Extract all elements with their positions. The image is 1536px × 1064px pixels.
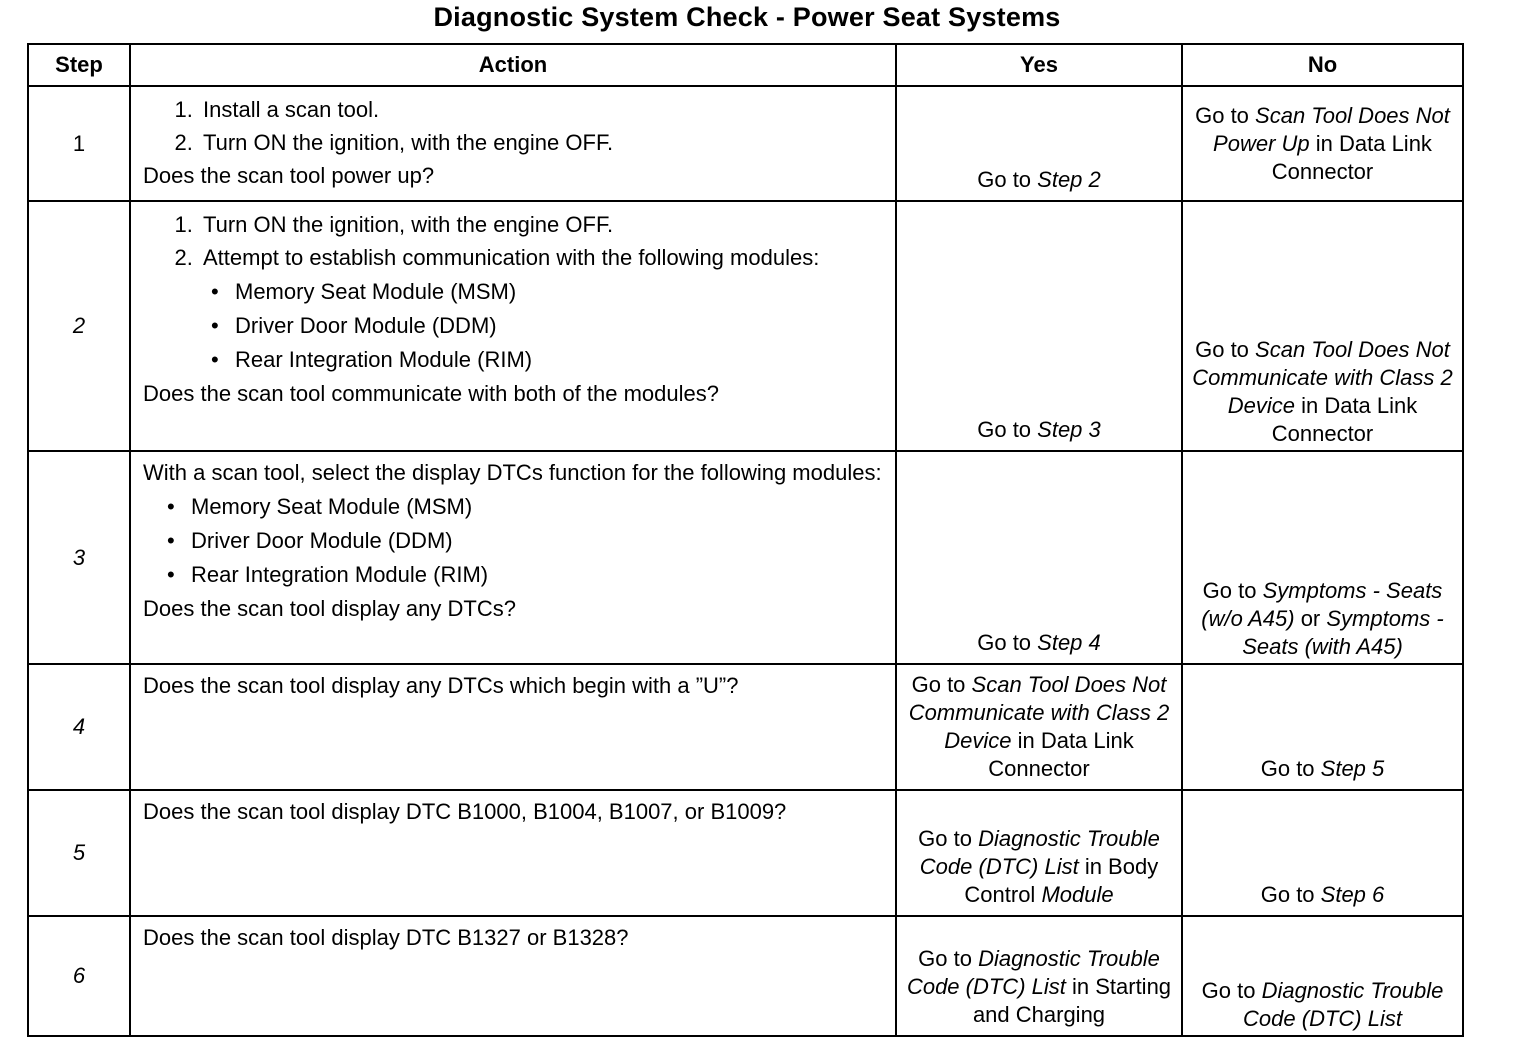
yes-cell: Go to Diagnostic Trouble Code (DTC) List… — [895, 915, 1183, 1037]
module-bullet: Memory Seat Module (MSM) — [167, 493, 885, 521]
yes-cell: Go to Scan Tool Does Not Communicate wit… — [895, 663, 1183, 791]
action-question: Does the scan tool power up? — [143, 163, 435, 188]
no-reference: Scan Tool Does Not Communicate with Clas… — [1192, 337, 1453, 418]
header-yes: Yes — [895, 43, 1183, 87]
no-cell: Go to Step 5 — [1181, 663, 1464, 791]
header-no: No — [1181, 43, 1464, 87]
no-reference: Step 6 — [1320, 882, 1385, 907]
table-row: 3 With a scan tool, select the display D… — [27, 450, 1464, 665]
header-row: Step Action Yes No — [27, 43, 1464, 87]
page-title: Diagnostic System Check - Power Seat Sys… — [433, 2, 1061, 32]
no-reference: Step 5 — [1320, 756, 1385, 781]
action-numbered-item: Attempt to establish communication with … — [199, 244, 885, 272]
action-numbered-item: Turn ON the ignition, with the engine OF… — [199, 211, 885, 239]
table-row: 2 Turn ON the ignition, with the engine … — [27, 200, 1464, 452]
module-bullet: Memory Seat Module (MSM) — [211, 278, 885, 306]
yes-reference: Scan Tool Does Not Communicate with Clas… — [908, 672, 1170, 753]
action-intro: With a scan tool, select the display DTC… — [143, 460, 882, 485]
yes-cell: Go to Step 3 — [895, 200, 1183, 452]
yes-reference: Step 2 — [1037, 167, 1101, 192]
action-cell: Does the scan tool display DTC B1327 or … — [129, 915, 897, 1037]
module-bullet: Driver Door Module (DDM) — [211, 312, 885, 340]
action-cell: Does the scan tool display DTC B1000, B1… — [129, 789, 897, 917]
no-cell: Go to Scan Tool Does Not Communicate wit… — [1181, 200, 1464, 452]
action-question: Does the scan tool display any DTCs? — [143, 596, 516, 621]
yes-reference: Diagnostic Trouble Code (DTC) List — [906, 946, 1160, 999]
step-number: 1 — [27, 85, 131, 202]
module-bullet: Driver Door Module (DDM) — [167, 527, 885, 555]
yes-reference: Step 4 — [1037, 630, 1101, 655]
step-number: 2 — [27, 200, 131, 452]
step-number: 4 — [27, 663, 131, 791]
action-cell: Turn ON the ignition, with the engine OF… — [129, 200, 897, 452]
no-cell: Go to Symptoms - Seats (w/o A45) or Symp… — [1181, 450, 1464, 665]
table-row: 1 Install a scan tool. Turn ON the ignit… — [27, 85, 1464, 202]
no-cell: Go to Diagnostic Trouble Code (DTC) List — [1181, 915, 1464, 1037]
yes-reference: Diagnostic Trouble Code (DTC) List — [919, 826, 1160, 879]
module-bullet: Rear Integration Module (RIM) — [211, 346, 885, 374]
header-step: Step — [27, 43, 131, 87]
no-reference: Symptoms - Seats (w/o A45) — [1201, 578, 1443, 631]
no-cell: Go to Step 6 — [1181, 789, 1464, 917]
table-row: 6 Does the scan tool display DTC B1327 o… — [27, 915, 1464, 1037]
action-question: Does the scan tool communicate with both… — [143, 381, 719, 406]
no-reference: Scan Tool Does Not Power Up — [1213, 102, 1450, 156]
yes-reference: Module — [1041, 882, 1114, 907]
action-cell: Does the scan tool display any DTCs whic… — [129, 663, 897, 791]
table-row: 5 Does the scan tool display DTC B1000, … — [27, 789, 1464, 917]
action-numbered-item: Install a scan tool. — [199, 96, 885, 124]
action-question: Does the scan tool display DTC B1000, B1… — [143, 799, 787, 824]
action-question: Does the scan tool display any DTCs whic… — [143, 673, 739, 698]
no-reference: Symptoms - Seats (with A45) — [1242, 606, 1444, 659]
action-numbered-item: Turn ON the ignition, with the engine OF… — [199, 129, 885, 157]
module-bullet: Rear Integration Module (RIM) — [167, 561, 885, 589]
yes-cell: Go to Diagnostic Trouble Code (DTC) List… — [895, 789, 1183, 917]
table-row: 4 Does the scan tool display any DTCs wh… — [27, 663, 1464, 791]
step-number: 6 — [27, 915, 131, 1037]
diagnostic-table: Step Action Yes No 1 Install a scan tool… — [27, 43, 1464, 1037]
no-cell: Go to Scan Tool Does Not Power Up in Dat… — [1181, 85, 1464, 202]
step-number: 3 — [27, 450, 131, 665]
header-action: Action — [129, 43, 897, 87]
yes-cell: Go to Step 4 — [895, 450, 1183, 665]
no-reference: Diagnostic Trouble Code (DTC) List — [1243, 978, 1444, 1031]
action-cell: With a scan tool, select the display DTC… — [129, 450, 897, 665]
yes-cell: Go to Step 2 — [895, 85, 1183, 202]
action-cell: Install a scan tool. Turn ON the ignitio… — [129, 85, 897, 202]
step-number: 5 — [27, 789, 131, 917]
yes-reference: Step 3 — [1037, 417, 1101, 442]
action-question: Does the scan tool display DTC B1327 or … — [143, 925, 629, 950]
